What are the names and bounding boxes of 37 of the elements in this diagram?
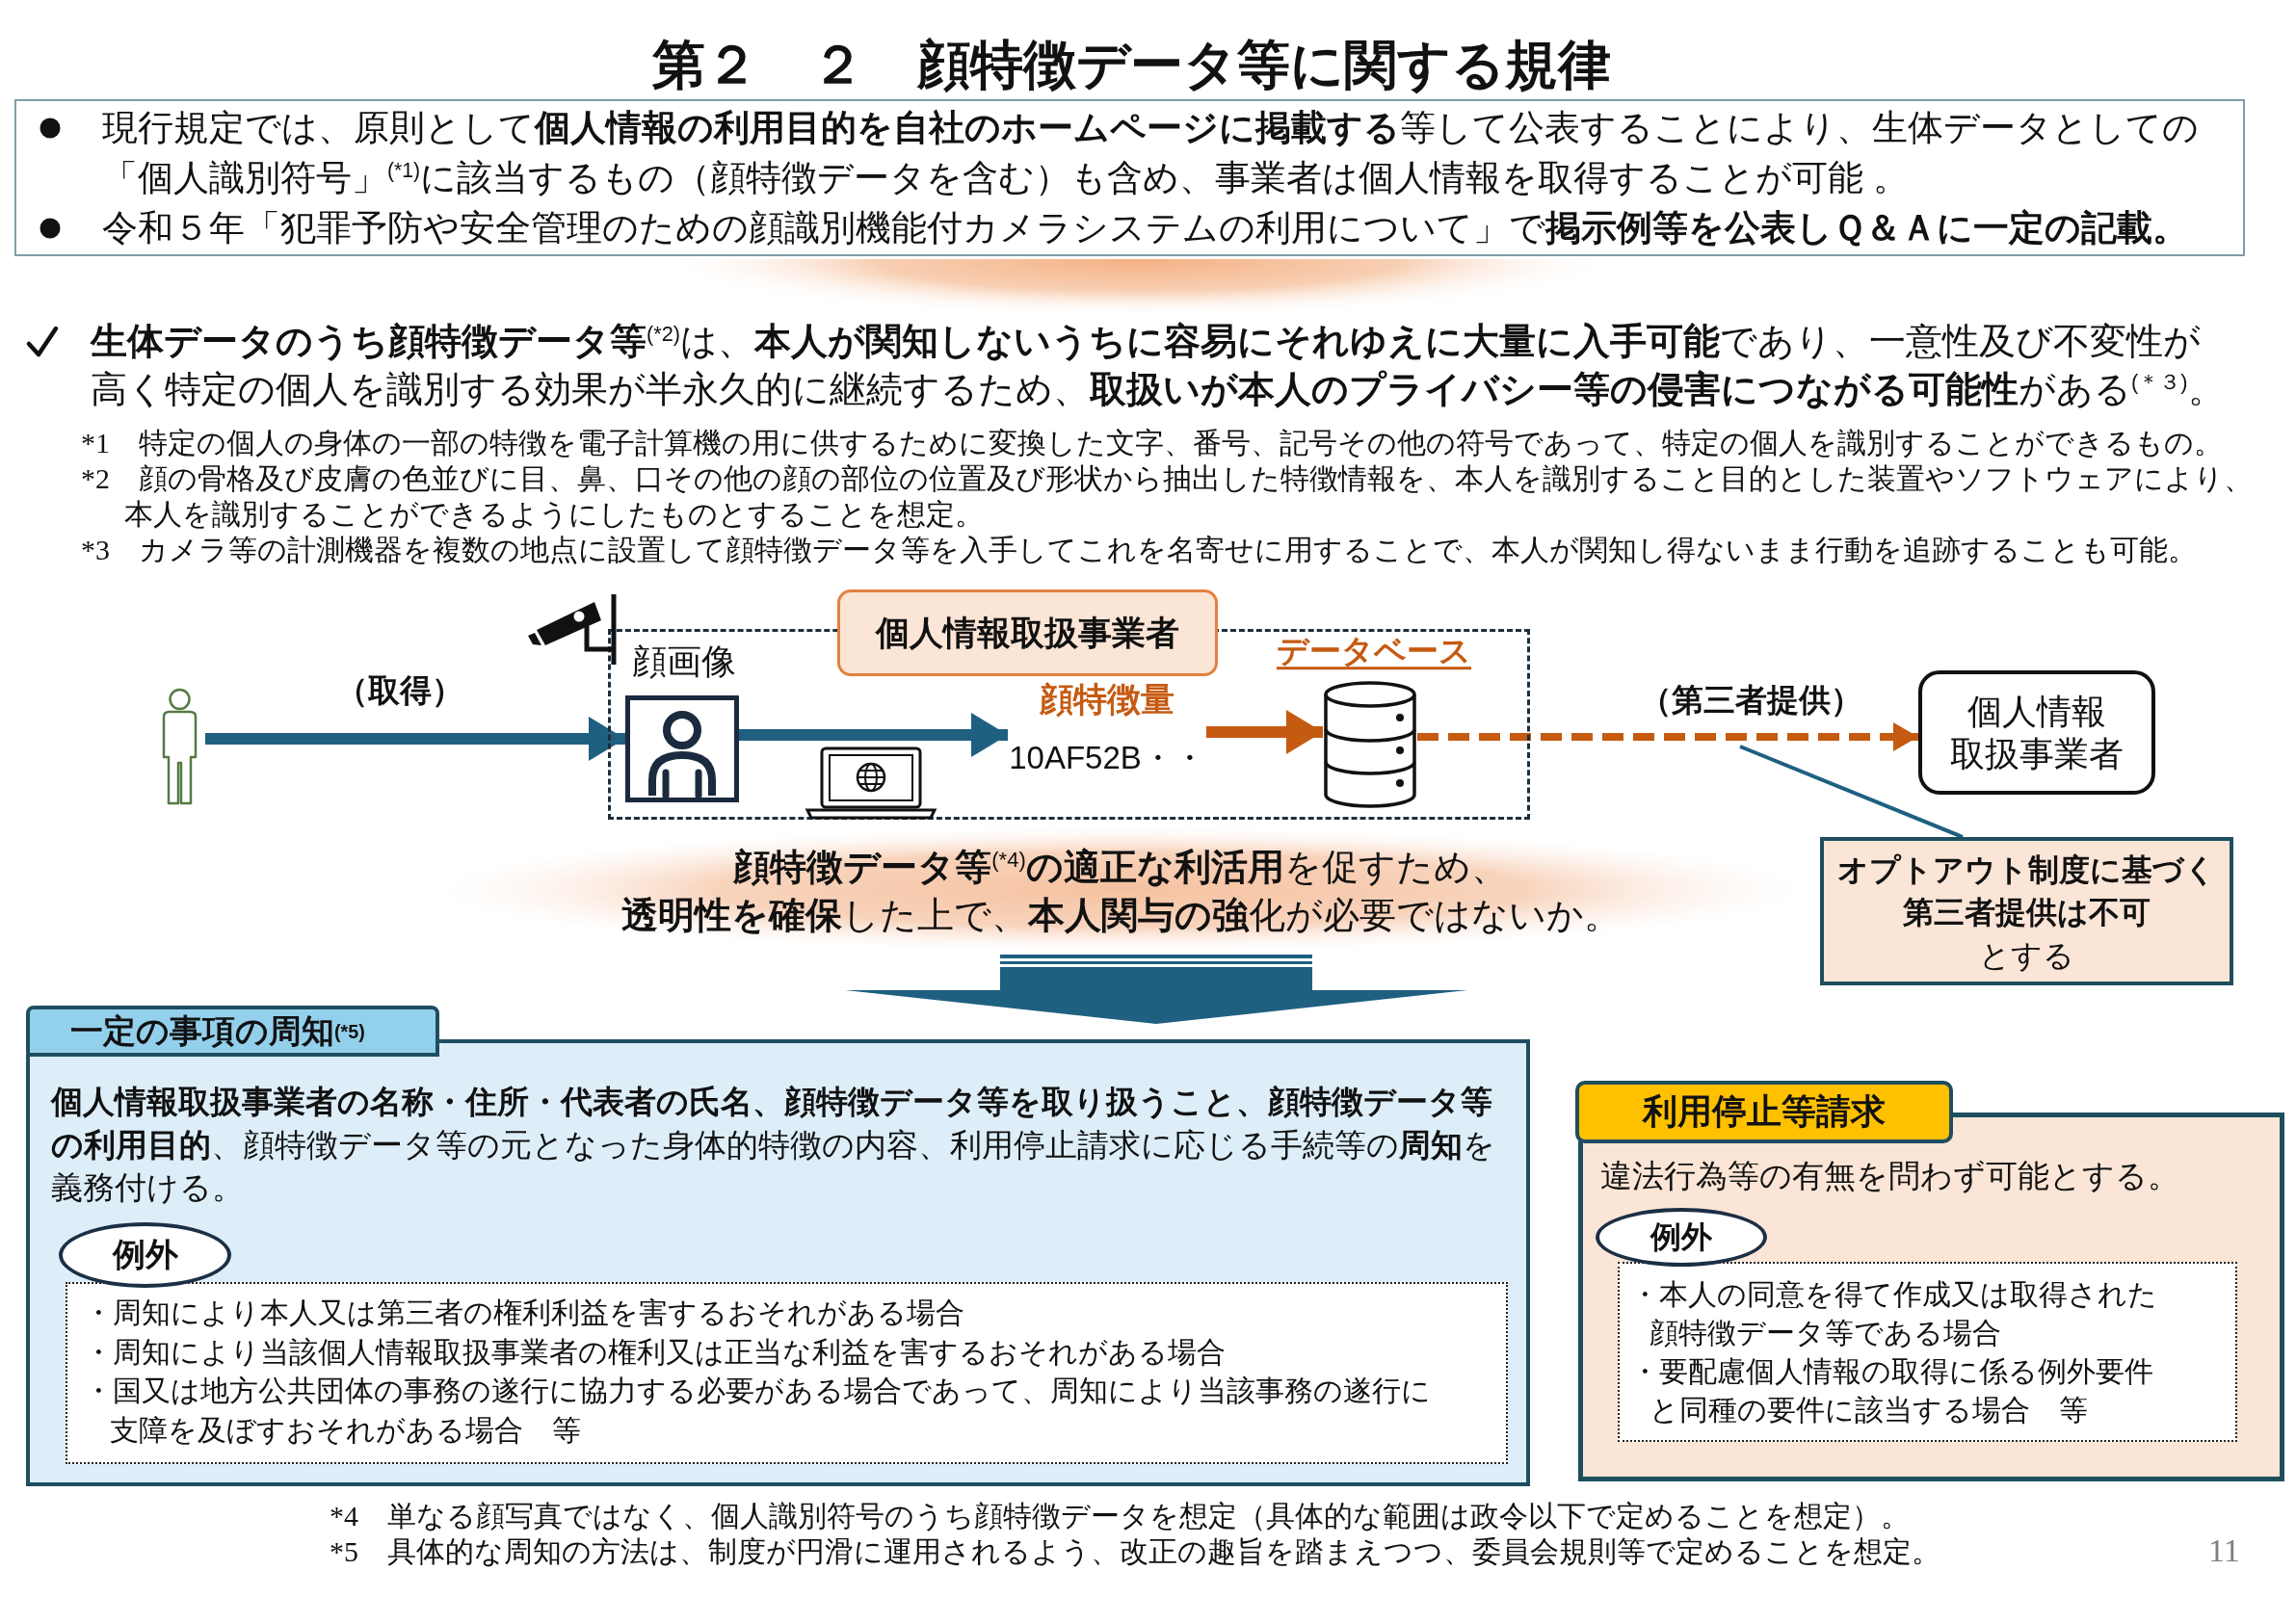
footnote: *5 具体的な周知の方法は、制度が円滑に運用されるよう、改正の趣旨を踏まえつつ、委員会規則等で定めることを想定。: [330, 1534, 1940, 1569]
list-item: ・本人の同意を得て作成又は取得された顔特徴データ等である場合: [1630, 1277, 2158, 1350]
note-text: オプトアウト制度に基づく第三者提供は不可: [1836, 851, 2217, 931]
info-box: [14, 99, 2245, 256]
list-item: ・周知により本人又は第三者の権利利益を害するおそれがある場合: [84, 1296, 964, 1330]
database-icon: [1323, 681, 1417, 808]
entity-box: 個人情報取扱事業者: [1918, 670, 2155, 795]
bullet-text: 令和５年「犯罪予防や安全管理のための顔識別機能付カメラシステムの利用について」で掲示例等を公表しＱ＆Ａに一定の記載。: [102, 207, 2188, 249]
dotted-box: [1618, 1262, 2237, 1442]
list-item: ・要配慮個人情報の取得に係る例外要件と同種の要件に該当する場合 等: [1630, 1354, 2154, 1427]
heading-tab: 個人情報取扱事業者: [837, 589, 1218, 676]
body-text: 個人情報取扱事業者の名称・住所・代表者の氏名、顔特徴データ等を取り扱うこと、顔特徴データ等の利用目的、顔特徴データ等の元となった身体的特徴の内容、利用停止請求に応じる手続等の周知を義務付ける。: [51, 1083, 1496, 1207]
code-text: 10AF52B・・: [1008, 739, 1206, 777]
node-label: データベース: [1277, 632, 1471, 670]
node-label: 顔画像: [632, 641, 736, 683]
footnote: *4 単なる顔写真ではなく、個人識別符号のうち顔特徴データを想定（具体的な範囲は政令以下で定めることを想定）。: [330, 1499, 1910, 1533]
note-text: とする: [1978, 937, 2075, 975]
footnote: *3 カメラ等の計測機器を複数の地点に設置して顔特徴データ等を入手してこれを名寄せに用することで、本人が関知し得ないまま行動を追跡することも可能。: [81, 533, 2197, 567]
dotted-box: [66, 1282, 1508, 1464]
portrait-icon: [625, 695, 739, 802]
title: 第２ ２ 顔特徴データ等に関する規律: [650, 34, 1612, 96]
list-item: ・国又は地方公共団体の事務の遂行に協力する必要がある場合であって、周知により当該事務の遂行に支障を及ぼすおそれがある場合 等: [84, 1374, 1432, 1449]
arrow: [739, 713, 1008, 757]
paragraph: 生体データのうち顔特徴データ等$^{(*2)}$は、本人が関知しないうちに容易にそれゆえに大量に入手可能であり、一意性及び不変性が高く特定の個人を識別する効果が半永久的に継続するため、取扱いが本人のプライバシー等の侵害につながる可能性がある$^{(＊３)}$。: [91, 320, 2226, 411]
feature-label: 顔特徴量: [1038, 679, 1175, 720]
note-box: [1820, 837, 2233, 985]
highlight-text: 顔特徴データ等$^{(*4)}$の適正な利活用を促すため、: [733, 846, 1508, 889]
footnote: *2 顔の骨格及び皮膚の色並びに目、鼻、口その他の顔の部位の位置及び形状から抽出した特徴情報を、本人を識別すること目的とした装置やソフトウェアにより、本人を識別することができるようにしたものとすることを想定。: [81, 461, 2254, 532]
footnote: *1 特定の個人の身体の一部の特徴を電子計算機の用に供するために変換した文字、番号、記号その他の符号であって、特定の個人を識別することができるもの。: [81, 426, 2223, 460]
arrow: [1206, 710, 1323, 754]
heading-tab: 利用停止等請求: [1575, 1081, 1953, 1143]
highlight-text: 透明性を確保した上で、本人関与の強化が必要ではないか。: [620, 894, 1621, 937]
arrow: [205, 717, 625, 761]
list-item: ・周知により当該個人情報取扱事業者の権利又は正当な利益を害するおそれがある場合: [84, 1334, 1226, 1370]
body-text: 違法行為等の有無を問わず可能とする。: [1600, 1157, 2179, 1195]
bullet-text: 現行規定では、原則として個人情報の利用目的を自社のホームページに掲載する等して公表することにより、生体データとしての「個人識別符号」$^{(*1)}$に該当するもの（顔特徴データを含む）も含め、事業者は個人情報を取得することが可能 。: [102, 107, 2200, 199]
page-number: 11: [2208, 1532, 2240, 1570]
